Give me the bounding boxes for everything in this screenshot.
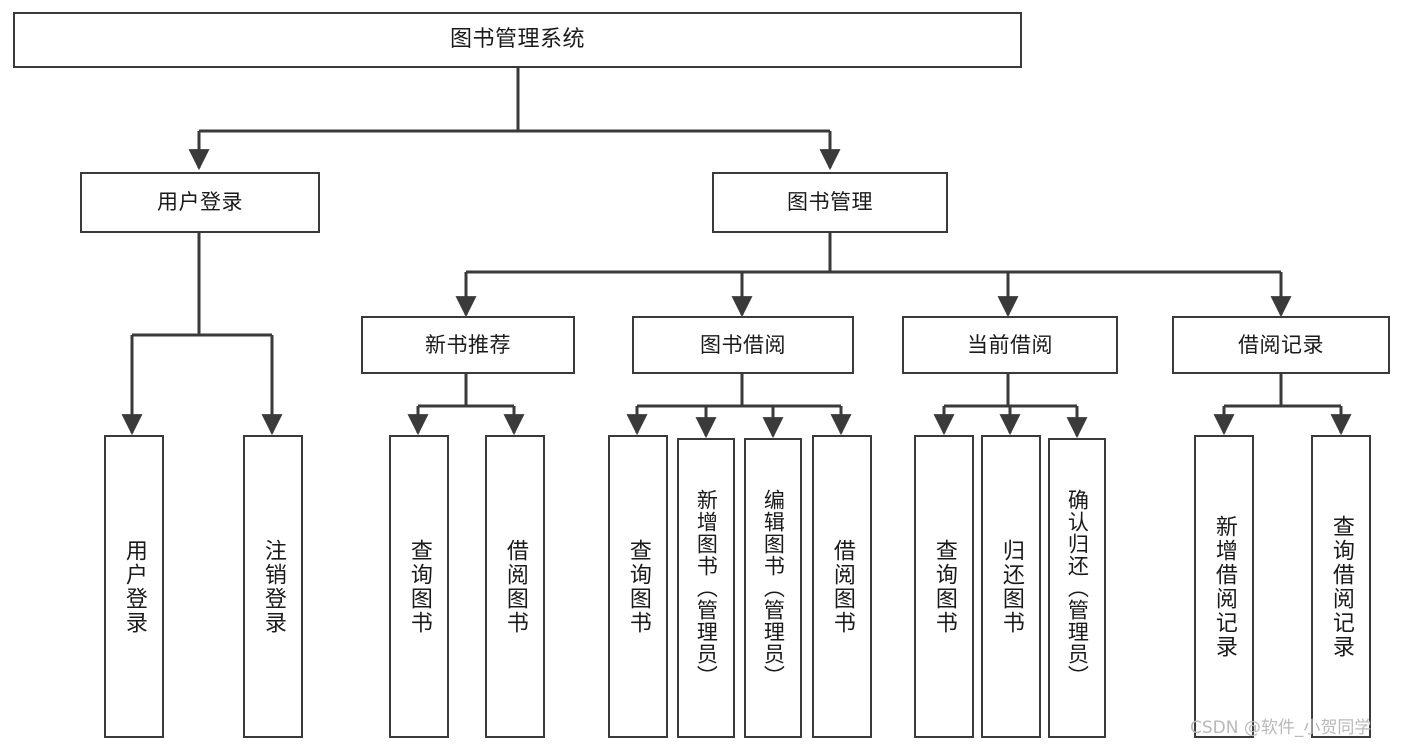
node-leaf-query-book-current[interactable]: 查询图书 bbox=[914, 435, 974, 738]
node-label: 用户登录 bbox=[157, 190, 243, 215]
node-label: 查询图书 bbox=[406, 538, 432, 635]
node-label: 注销登录 bbox=[260, 538, 286, 635]
node-label: 当前借阅 bbox=[967, 332, 1053, 357]
node-label: 图书管理 bbox=[787, 190, 873, 215]
node-book-borrow[interactable]: 图书借阅 bbox=[632, 316, 854, 374]
node-leaf-add-book-admin[interactable]: 新增图书（管理员） bbox=[677, 438, 735, 738]
node-label: 借阅记录 bbox=[1238, 332, 1324, 357]
node-current-borrow[interactable]: 当前借阅 bbox=[902, 316, 1118, 374]
node-label: 图书管理系统 bbox=[449, 27, 585, 53]
node-leaf-borrow-book-recommend[interactable]: 借阅图书 bbox=[485, 435, 545, 738]
node-leaf-query-book-recommend[interactable]: 查询图书 bbox=[389, 435, 449, 738]
node-leaf-query-borrow-record[interactable]: 查询借阅记录 bbox=[1311, 435, 1371, 738]
node-leaf-edit-book-admin[interactable]: 编辑图书（管理员） bbox=[744, 438, 802, 738]
node-borrow-record[interactable]: 借阅记录 bbox=[1172, 316, 1390, 374]
node-label: 新书推荐 bbox=[425, 332, 511, 357]
node-leaf-borrow-book[interactable]: 借阅图书 bbox=[812, 435, 872, 738]
watermark: CSDN @软件_小贺同学 bbox=[1190, 718, 1372, 738]
node-root-book-management-system[interactable]: 图书管理系统 bbox=[13, 12, 1022, 68]
node-user-login[interactable]: 用户登录 bbox=[80, 172, 320, 233]
node-label: 编辑图书（管理员） bbox=[761, 489, 786, 687]
node-label: 借阅图书 bbox=[829, 538, 855, 635]
node-label: 归还图书 bbox=[998, 538, 1024, 635]
node-book-management[interactable]: 图书管理 bbox=[712, 172, 948, 233]
node-label: 查询图书 bbox=[931, 538, 957, 635]
node-label: 新增借阅记录 bbox=[1211, 514, 1237, 659]
node-label: 借阅图书 bbox=[502, 538, 528, 635]
node-label: 查询借阅记录 bbox=[1328, 514, 1354, 659]
node-label: 用户登录 bbox=[121, 538, 147, 635]
node-label: 确认归还（管理员） bbox=[1065, 489, 1090, 687]
node-label: 图书借阅 bbox=[700, 332, 786, 357]
node-leaf-confirm-return-admin[interactable]: 确认归还（管理员） bbox=[1048, 438, 1106, 738]
node-leaf-return-book[interactable]: 归还图书 bbox=[981, 435, 1041, 738]
node-leaf-user-login[interactable]: 用户登录 bbox=[104, 435, 164, 738]
node-new-book-recommend[interactable]: 新书推荐 bbox=[361, 316, 575, 374]
node-leaf-query-book-borrow[interactable]: 查询图书 bbox=[608, 435, 668, 738]
node-leaf-add-borrow-record[interactable]: 新增借阅记录 bbox=[1194, 435, 1254, 738]
node-label: 查询图书 bbox=[625, 538, 651, 635]
node-label: 新增图书（管理员） bbox=[694, 489, 719, 687]
node-leaf-logout[interactable]: 注销登录 bbox=[243, 435, 303, 738]
